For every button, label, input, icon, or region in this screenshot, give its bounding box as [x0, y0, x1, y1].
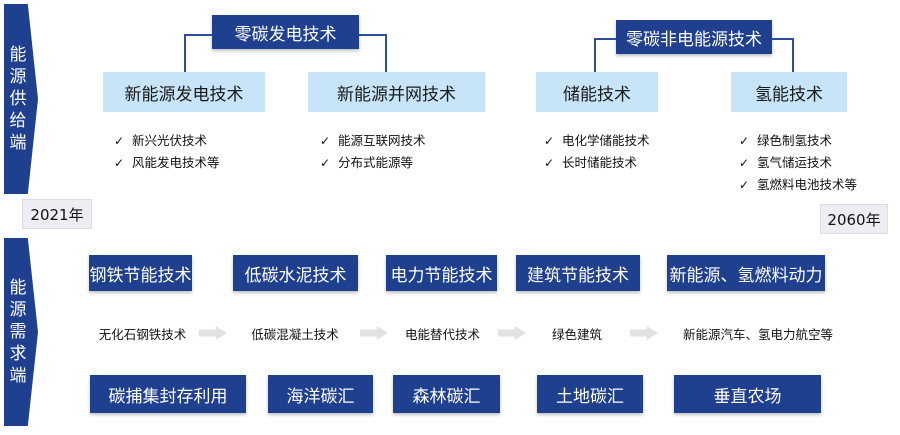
- list-item: ✓氢气储运技术: [739, 152, 857, 174]
- category-box: 新能源发电技术: [103, 72, 265, 112]
- sink-box: 森林碳汇: [393, 375, 500, 413]
- demand-side-label: 能源需求端: [9, 278, 27, 386]
- list-item: ✓能源互联网技术: [320, 130, 426, 152]
- check-icon: ✓: [320, 156, 331, 170]
- supply-side-label: 能源供给端: [9, 45, 27, 153]
- zero-carbon-power-box: 零碳发电技术: [212, 15, 359, 49]
- list-item: ✓氢燃料电池技术等: [739, 174, 857, 196]
- sink-box: 垂直农场: [674, 375, 821, 413]
- category-box: 新能源并网技术: [308, 72, 485, 112]
- application-text: 无化石钢铁技术: [98, 327, 187, 342]
- check-icon: ✓: [544, 156, 555, 170]
- list-item: ✓长时储能技术: [544, 152, 650, 174]
- supply-side-arrow: 能源供给端: [4, 4, 38, 194]
- list-item: ✓风能发电技术等: [114, 152, 220, 174]
- arrow-right-icon: [360, 326, 388, 340]
- connector-line: [184, 34, 212, 36]
- check-icon: ✓: [114, 156, 125, 170]
- application-text: 电能替代技术: [404, 327, 480, 342]
- list-item: ✓新兴光伏技术: [114, 130, 220, 152]
- category-box: 储能技术: [536, 72, 658, 112]
- tech-box: 电力节能技术: [386, 255, 497, 291]
- end-year: 2060年: [820, 204, 888, 234]
- list-item: ✓电化学储能技术: [544, 130, 650, 152]
- bullet-list: ✓电化学储能技术 ✓长时储能技术: [544, 130, 650, 174]
- bullet-list: ✓绿色制氢技术 ✓氢气储运技术 ✓氢燃料电池技术等: [739, 130, 857, 196]
- list-item: ✓绿色制氢技术: [739, 130, 857, 152]
- connector-line: [594, 38, 596, 72]
- check-icon: ✓: [544, 134, 555, 148]
- check-icon: ✓: [739, 178, 750, 192]
- sink-box: 土地碳汇: [537, 375, 643, 413]
- start-year: 2021年: [22, 199, 92, 229]
- demand-side-arrow: 能源需求端: [4, 238, 38, 426]
- application-text: 绿色建筑: [551, 327, 602, 342]
- connector-line: [772, 38, 794, 40]
- arrow-right-icon: [199, 326, 227, 340]
- tech-box: 钢铁节能技术: [89, 255, 192, 291]
- bullet-list: ✓能源互联网技术 ✓分布式能源等: [320, 130, 426, 174]
- connector-line: [184, 34, 186, 72]
- check-icon: ✓: [739, 134, 750, 148]
- application-text: 低碳混凝土技术: [251, 327, 339, 342]
- application-text: 新能源汽车、氢电力航空等: [682, 327, 833, 342]
- check-icon: ✓: [114, 134, 125, 148]
- bullet-list: ✓新兴光伏技术 ✓风能发电技术等: [114, 130, 220, 174]
- list-item: ✓分布式能源等: [320, 152, 426, 174]
- connector-line: [359, 34, 387, 36]
- sink-box: 碳捕集封存利用: [90, 375, 246, 413]
- connector-line: [792, 38, 794, 72]
- zero-carbon-nonpower-box: 零碳非电能源技术: [616, 20, 772, 54]
- arrow-right-icon: [630, 326, 658, 340]
- arrow-right-icon: [498, 326, 526, 340]
- tech-box: 新能源、氢燃料动力: [667, 255, 825, 291]
- category-box: 氢能技术: [731, 72, 847, 112]
- sink-box: 海洋碳汇: [268, 375, 373, 413]
- connector-line: [385, 34, 387, 72]
- connector-line: [594, 38, 616, 40]
- check-icon: ✓: [320, 134, 331, 148]
- tech-box: 低碳水泥技术: [233, 255, 358, 291]
- tech-box: 建筑节能技术: [516, 255, 640, 291]
- check-icon: ✓: [739, 156, 750, 170]
